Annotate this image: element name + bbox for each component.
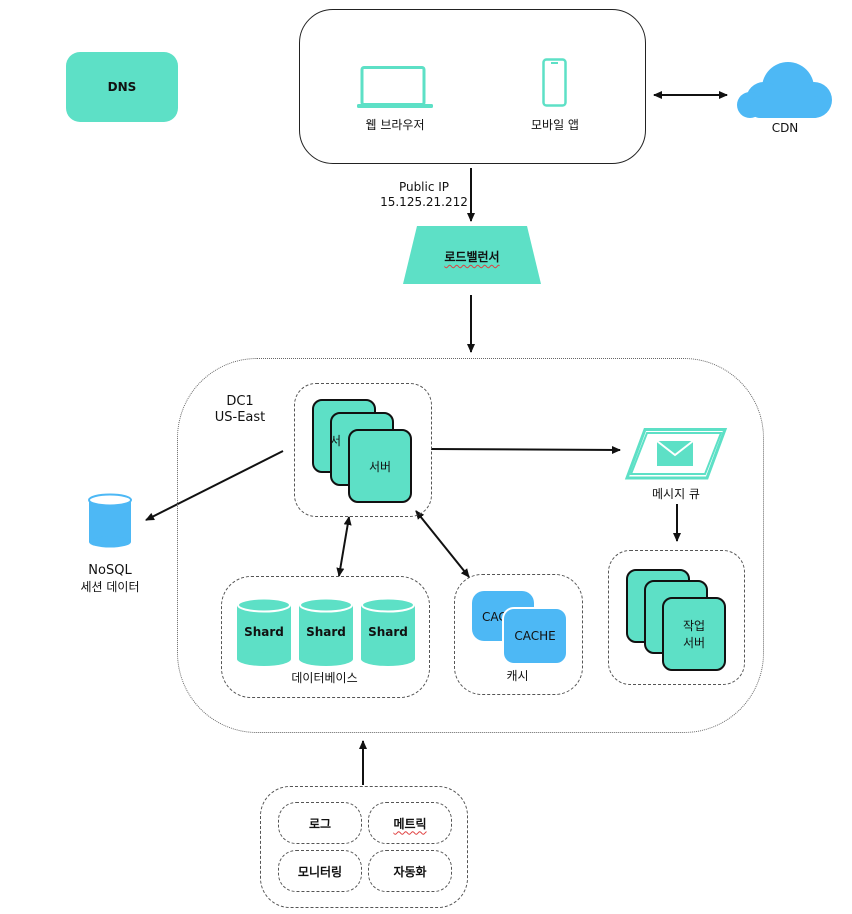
database-label: 데이터베이스 (291, 671, 358, 685)
laptop-icon (357, 66, 433, 108)
shard-label: Shard (244, 625, 284, 639)
nosql-subtitle: 세션 데이터 (80, 580, 140, 594)
worker-label-line2: 서버 (682, 636, 706, 650)
mobile-app-label: 모바일 앱 (531, 118, 579, 132)
tool-logs: 로그 (278, 802, 362, 844)
worker-card-front: 작업 서버 (662, 597, 726, 671)
datacenter-name: DC1 (226, 394, 254, 409)
tool-monitoring: 모니터링 (278, 850, 362, 892)
tool-logs-label: 로그 (308, 816, 332, 831)
web-browser-label: 웹 브라우저 (365, 118, 425, 132)
arrow-servers-nosql (145, 450, 284, 521)
message-queue-label: 메시지 큐 (652, 487, 700, 501)
clients-box (299, 9, 646, 164)
cdn-label: CDN (771, 121, 799, 135)
server-card-middle-label: 서 (330, 434, 342, 448)
cache-back-label: CAC (482, 610, 507, 624)
dns-label: DNS (107, 80, 137, 94)
shard-3: Shard (361, 597, 415, 667)
cloud-icon (737, 62, 832, 118)
worker-label-line1: 작업 (682, 619, 706, 633)
cache-label: 캐시 (506, 669, 529, 683)
mobile-phone-icon (542, 58, 567, 107)
load-balancer-shape (403, 226, 541, 284)
web-servers-box (294, 383, 432, 517)
tool-automation-label: 자동화 (393, 864, 427, 879)
load-balancer-label: 로드밸런서 (444, 250, 500, 264)
tool-metrics-label: 메트릭 (393, 816, 427, 831)
arrow-servers-cache (415, 510, 470, 578)
datacenter-region: US-East (214, 410, 266, 425)
server-card-front: 서버 (348, 429, 412, 503)
cache-card-front: CACHE (502, 607, 568, 665)
database-box (221, 576, 430, 698)
public-ip-label: Public IP (398, 180, 450, 194)
cache-front-label: CACHE (514, 629, 556, 643)
shard-cylinder-icon (299, 597, 353, 666)
shard-cylinder-icon (361, 597, 415, 666)
workers-box (608, 550, 745, 685)
tools-box (260, 786, 468, 908)
arrow-servers-queue (430, 445, 621, 454)
shard-label: Shard (306, 625, 346, 639)
dns-node: DNS (66, 52, 178, 122)
nosql-title: NoSQL (88, 563, 132, 578)
nosql-database-icon (88, 493, 132, 548)
tool-metrics: 메트릭 (368, 802, 452, 844)
tool-automation: 자동화 (368, 850, 452, 892)
cache-box (454, 574, 583, 695)
arrow-servers-db (336, 516, 352, 577)
shard-2: Shard (299, 597, 353, 667)
shard-label: Shard (368, 625, 408, 639)
envelope-icon (656, 440, 694, 466)
server-label: 서버 (368, 459, 392, 474)
shard-cylinder-icon (237, 597, 291, 666)
public-ip-address: 15.125.21.212 (380, 195, 468, 209)
tool-monitoring-label: 모니터링 (297, 864, 343, 879)
datacenter-box (177, 358, 764, 733)
shard-1: Shard (237, 597, 291, 667)
